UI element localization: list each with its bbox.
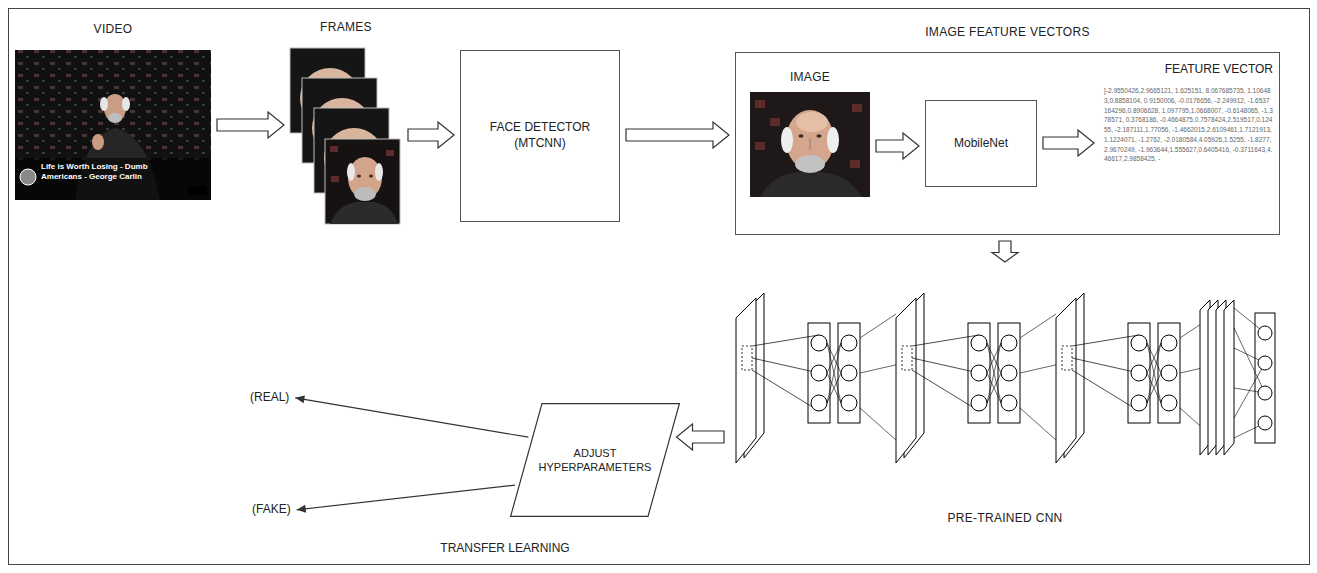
box-text: ADJUST HYPERPARAMETERS (534, 446, 656, 475)
output-text: (FAKE) (252, 502, 291, 518)
output-label: (FAKE) (252, 502, 291, 518)
output-text: (REAL) (250, 390, 289, 406)
process-box: FACE DETECTOR (MTCNN) (460, 50, 620, 222)
text-holder: ADJUST HYPERPARAMETERS (534, 407, 656, 513)
block-arrow (217, 112, 284, 138)
arrow-line (295, 398, 528, 437)
node-heading: VIDEO (94, 22, 133, 36)
frame-stack (290, 48, 400, 224)
node-heading: PRE-TRAINED CNN (947, 511, 1062, 525)
connector (677, 424, 725, 450)
parallelogram-shape (511, 404, 680, 517)
block-arrow (626, 122, 729, 148)
frames-node: FRAMES (290, 48, 402, 224)
parallelogram-outline (510, 403, 680, 517)
connector (992, 241, 1018, 262)
text-holder: FACE DETECTOR (MTCNN) (481, 55, 599, 217)
arrow-head (295, 395, 305, 403)
node-heading: FEATURE VECTOR (1165, 62, 1273, 76)
group-box: IMAGE FEATURE VECTORSIMAGEMobileNetFEATU… (735, 52, 1280, 235)
video-node: VIDEOLife is Worth Losing - Dumb America… (15, 50, 211, 200)
vector-values: [-2.9550426,2.9665121, 1.625151, 8.06768… (1104, 86, 1273, 164)
output-label: (REAL) (250, 390, 289, 406)
block-arrow (876, 133, 919, 159)
block-arrow (677, 424, 725, 450)
connector (876, 133, 919, 159)
text-holder: MobileNet (934, 105, 1028, 182)
arrow-head (297, 505, 306, 513)
video-title: Life is Worth Losing - Dumb Americans - … (41, 162, 171, 181)
connector (408, 122, 454, 148)
connector (1043, 130, 1094, 156)
block-arrow (1043, 130, 1094, 156)
box-text: MobileNet (954, 136, 1008, 152)
process-box: MobileNet (925, 100, 1037, 187)
arrow-line (297, 485, 515, 510)
node-heading: FRAMES (320, 20, 372, 34)
block-arrow (992, 241, 1018, 262)
video-thumbnail (15, 50, 211, 200)
face-image (750, 92, 870, 197)
section-label: TRANSFER LEARNING (440, 541, 569, 555)
feature-vector: FEATURE VECTOR [-2.9550426,2.9665121, 1.6… (1100, 60, 1275, 220)
node-heading: IMAGE FEATURE VECTORS (925, 25, 1090, 39)
block-arrow (408, 122, 454, 148)
connector (626, 122, 729, 148)
process-parallelogram: ADJUST HYPERPARAMETERS (510, 403, 680, 517)
connector (297, 485, 515, 513)
connector (217, 112, 284, 138)
cnn-node: PRE-TRAINED CNN (730, 268, 1280, 473)
image-node: IMAGE (750, 92, 870, 197)
connector (295, 395, 528, 437)
cnn-illustration (736, 293, 1275, 463)
node-heading: IMAGE (790, 70, 830, 84)
box-text: FACE DETECTOR (MTCNN) (481, 120, 599, 151)
